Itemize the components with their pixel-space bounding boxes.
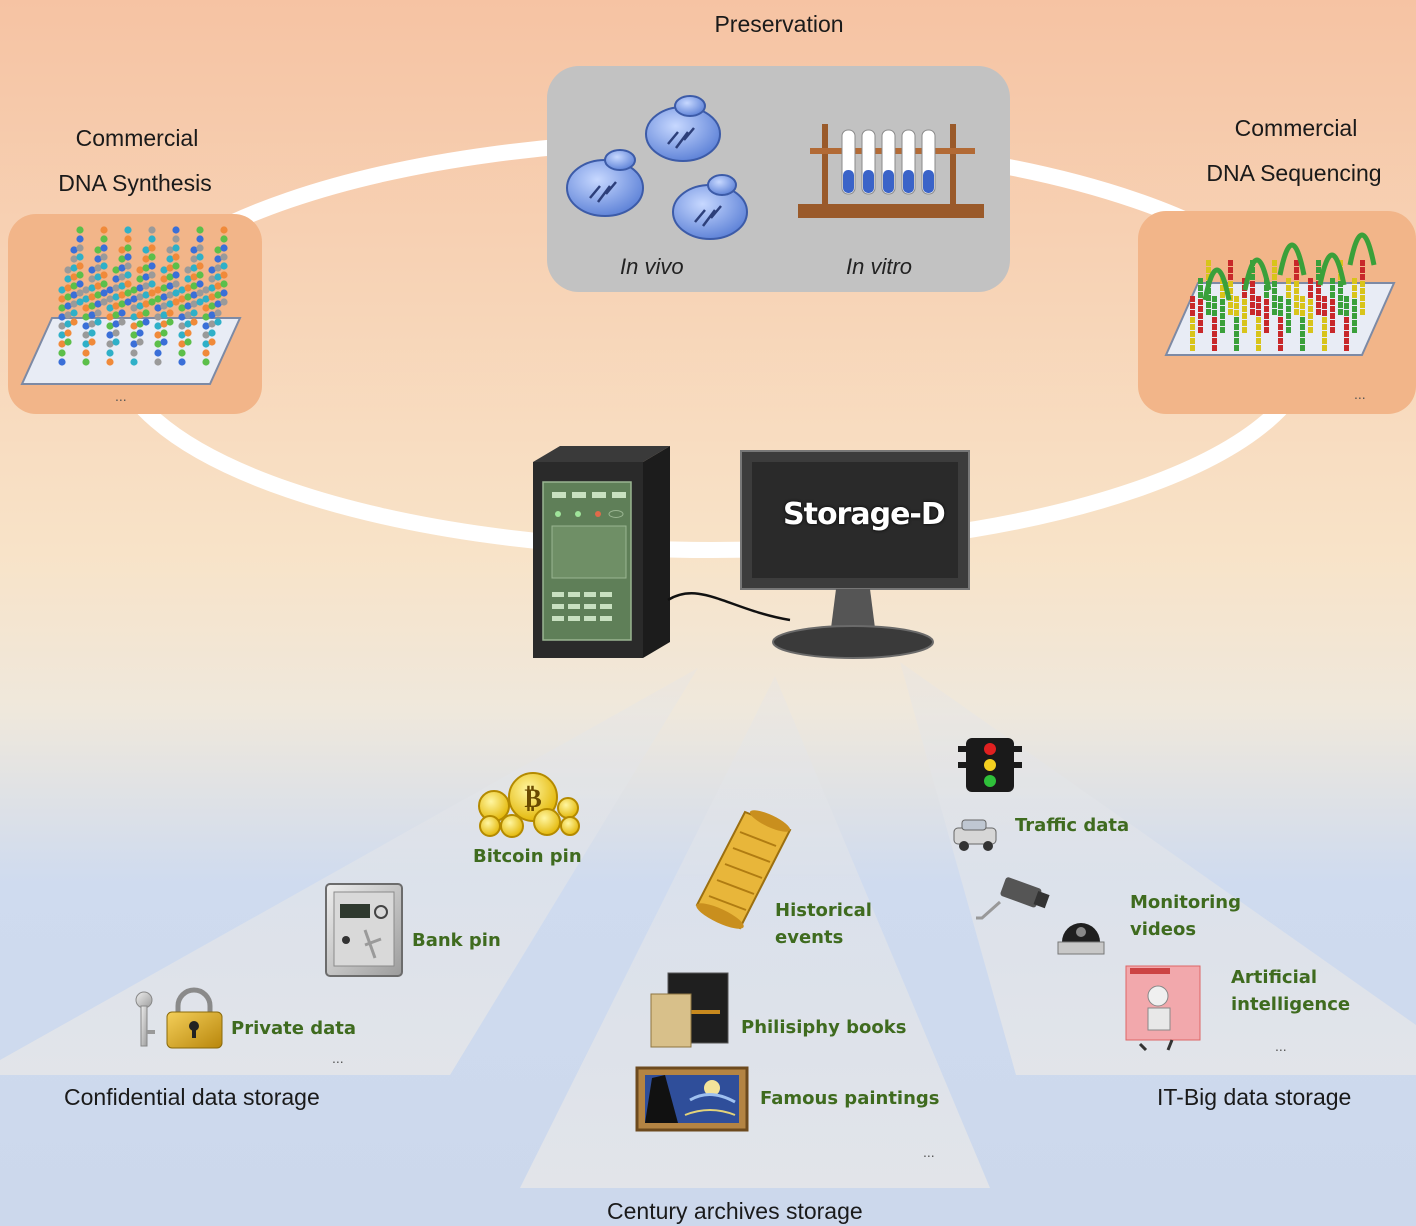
security-camera-icon [976, 877, 1050, 920]
sequencing-more: ... [1354, 386, 1366, 402]
artificial-intelligence-icon [1125, 965, 1201, 1052]
in-vitro-test-tubes-icon [798, 124, 984, 218]
sequencing-title-line2: DNA Sequencing [1206, 160, 1382, 186]
private-data-label: Private data [231, 1018, 356, 1039]
synthesis-title-line2: DNA Synthesis [58, 170, 212, 196]
monitoring-label-line1: Monitoring [1130, 892, 1241, 913]
synthesis-title-line1: Commercial [75, 125, 199, 151]
archives-storage-label: Century archives storage [607, 1198, 863, 1224]
bank-pin-label: Bank pin [412, 930, 501, 951]
beam-bigdata [900, 662, 1416, 1075]
beam-confidential [0, 668, 698, 1075]
famous-paintings-label: Famous paintings [760, 1088, 940, 1109]
bitcoin-coins-icon: ₿ [478, 772, 580, 838]
books-icon [650, 972, 729, 1048]
monitor-icon [740, 450, 970, 659]
bigdata-storage-label: IT-Big data storage [1157, 1084, 1352, 1110]
archives-more: ... [923, 1144, 935, 1160]
sequencing-dna-strands-icon [1190, 232, 1377, 351]
synthesis-dna-columns-icon [58, 226, 228, 366]
beam-archives [520, 676, 990, 1188]
safe-icon [325, 883, 403, 977]
confidential-more: ... [332, 1050, 344, 1066]
synthesis-more: ... [115, 388, 127, 404]
scroll-icon [695, 810, 792, 930]
traffic-light-icon [958, 738, 1022, 792]
cable [667, 592, 791, 622]
historical-label-line1: Historical [775, 900, 872, 921]
famous-painting-icon [635, 1066, 749, 1132]
ai-label-line1: Artificial [1231, 967, 1318, 988]
sequencing-title-line1: Commercial [1234, 115, 1358, 141]
traffic-data-label: Traffic data [1015, 815, 1130, 836]
preservation-title: Preservation [714, 11, 844, 37]
server-tower-icon [533, 446, 670, 658]
key-and-lock-icon [135, 987, 223, 1049]
in-vitro-label: In vitro [846, 254, 913, 279]
philosophy-books-label: Philisiphy books [741, 1017, 907, 1038]
monitoring-label-line2: videos [1130, 919, 1197, 940]
dome-camera-icon [1057, 923, 1105, 955]
in-vivo-cells-icon [566, 95, 748, 240]
monitor-label: Storage-D [783, 497, 946, 532]
confidential-storage-label: Confidential data storage [64, 1084, 320, 1110]
bitcoin-pin-label: Bitcoin pin [473, 846, 582, 867]
car-icon [953, 819, 997, 851]
ai-label-line2: intelligence [1231, 994, 1351, 1015]
bigdata-more: ... [1275, 1038, 1287, 1054]
svg-text:₿: ₿ [524, 784, 541, 814]
in-vivo-label: In vivo [620, 254, 684, 279]
historical-label-line2: events [775, 927, 844, 948]
